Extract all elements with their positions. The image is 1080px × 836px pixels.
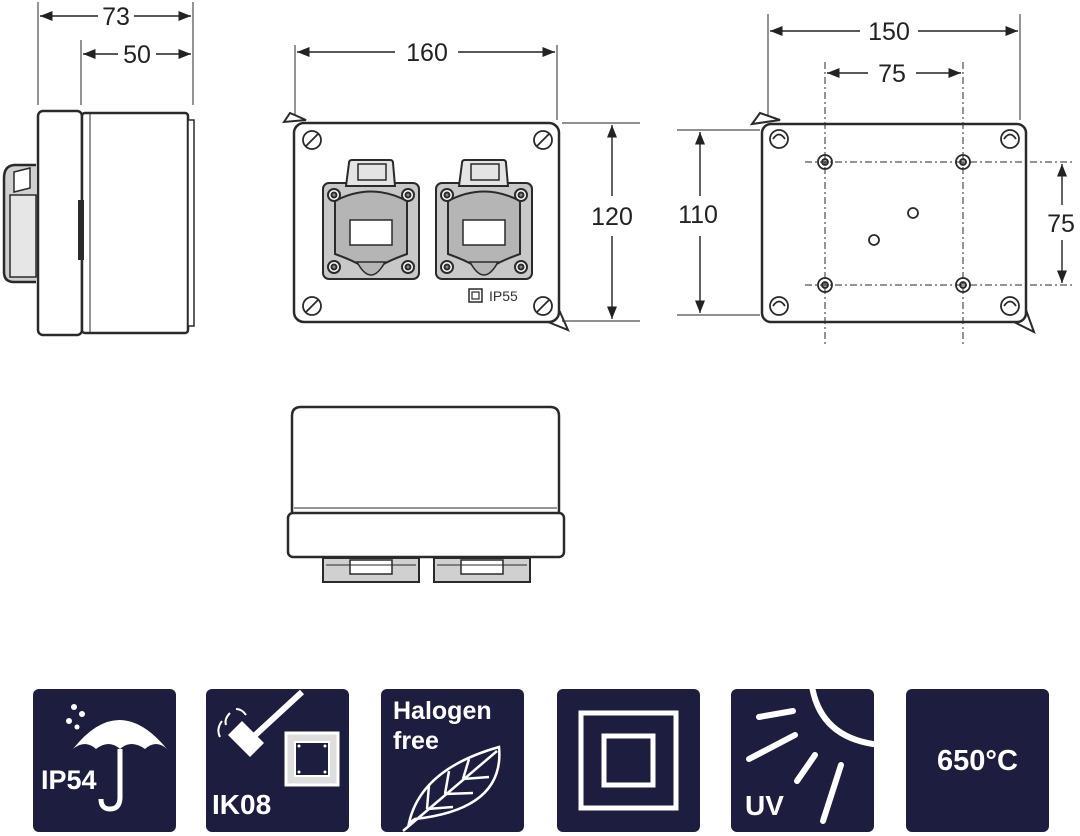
impact-hammer-icon xyxy=(217,689,340,787)
bottom-view xyxy=(286,405,566,583)
ik08-label: IK08 xyxy=(212,789,272,820)
front-dimension-lines xyxy=(297,46,640,322)
dim-front-height: 120 xyxy=(591,203,633,231)
temperature-label: 650°C xyxy=(937,745,1018,777)
umbrella-icon xyxy=(66,704,167,812)
front-screws xyxy=(302,130,553,316)
halogen-free-badge: Halogen free xyxy=(381,689,524,832)
front-view xyxy=(282,45,570,332)
sun-icon xyxy=(746,689,874,824)
class-ii-badge xyxy=(557,689,700,832)
socket-left xyxy=(322,159,420,280)
dim-back-width: 150 xyxy=(868,18,910,46)
ip54-badge: IP54 xyxy=(33,689,176,832)
leaf-icon xyxy=(402,745,501,832)
temperature-badge: 650°C xyxy=(906,689,1049,832)
uv-badge: UV xyxy=(731,689,874,832)
double-square-icon xyxy=(578,710,679,811)
front-rating-label: IP55 xyxy=(489,288,518,304)
side-view xyxy=(2,2,195,337)
back-dimension-lines xyxy=(677,25,1068,316)
dim-back-hole-spacing-x: 75 xyxy=(878,60,906,88)
dim-side-inner: 50 xyxy=(123,41,151,69)
dim-front-width: 160 xyxy=(406,39,448,67)
ik08-badge: IK08 xyxy=(206,689,349,832)
halogen-label: Halogen xyxy=(393,697,492,725)
free-label: free xyxy=(393,727,439,755)
dim-side-total: 73 xyxy=(102,3,130,31)
double-insulation-mark xyxy=(468,288,483,303)
socket-right xyxy=(435,159,533,280)
dim-back-hole-spacing-y: 75 xyxy=(1047,210,1075,238)
back-centerlines xyxy=(805,62,1075,344)
side-dimension-lines xyxy=(40,10,191,60)
uv-label: UV xyxy=(745,790,784,821)
ip54-label: IP54 xyxy=(41,765,97,795)
back-view xyxy=(749,14,1075,344)
dim-back-height: 110 xyxy=(678,201,718,229)
drawing-canvas: 73 50 xyxy=(2,2,1075,583)
